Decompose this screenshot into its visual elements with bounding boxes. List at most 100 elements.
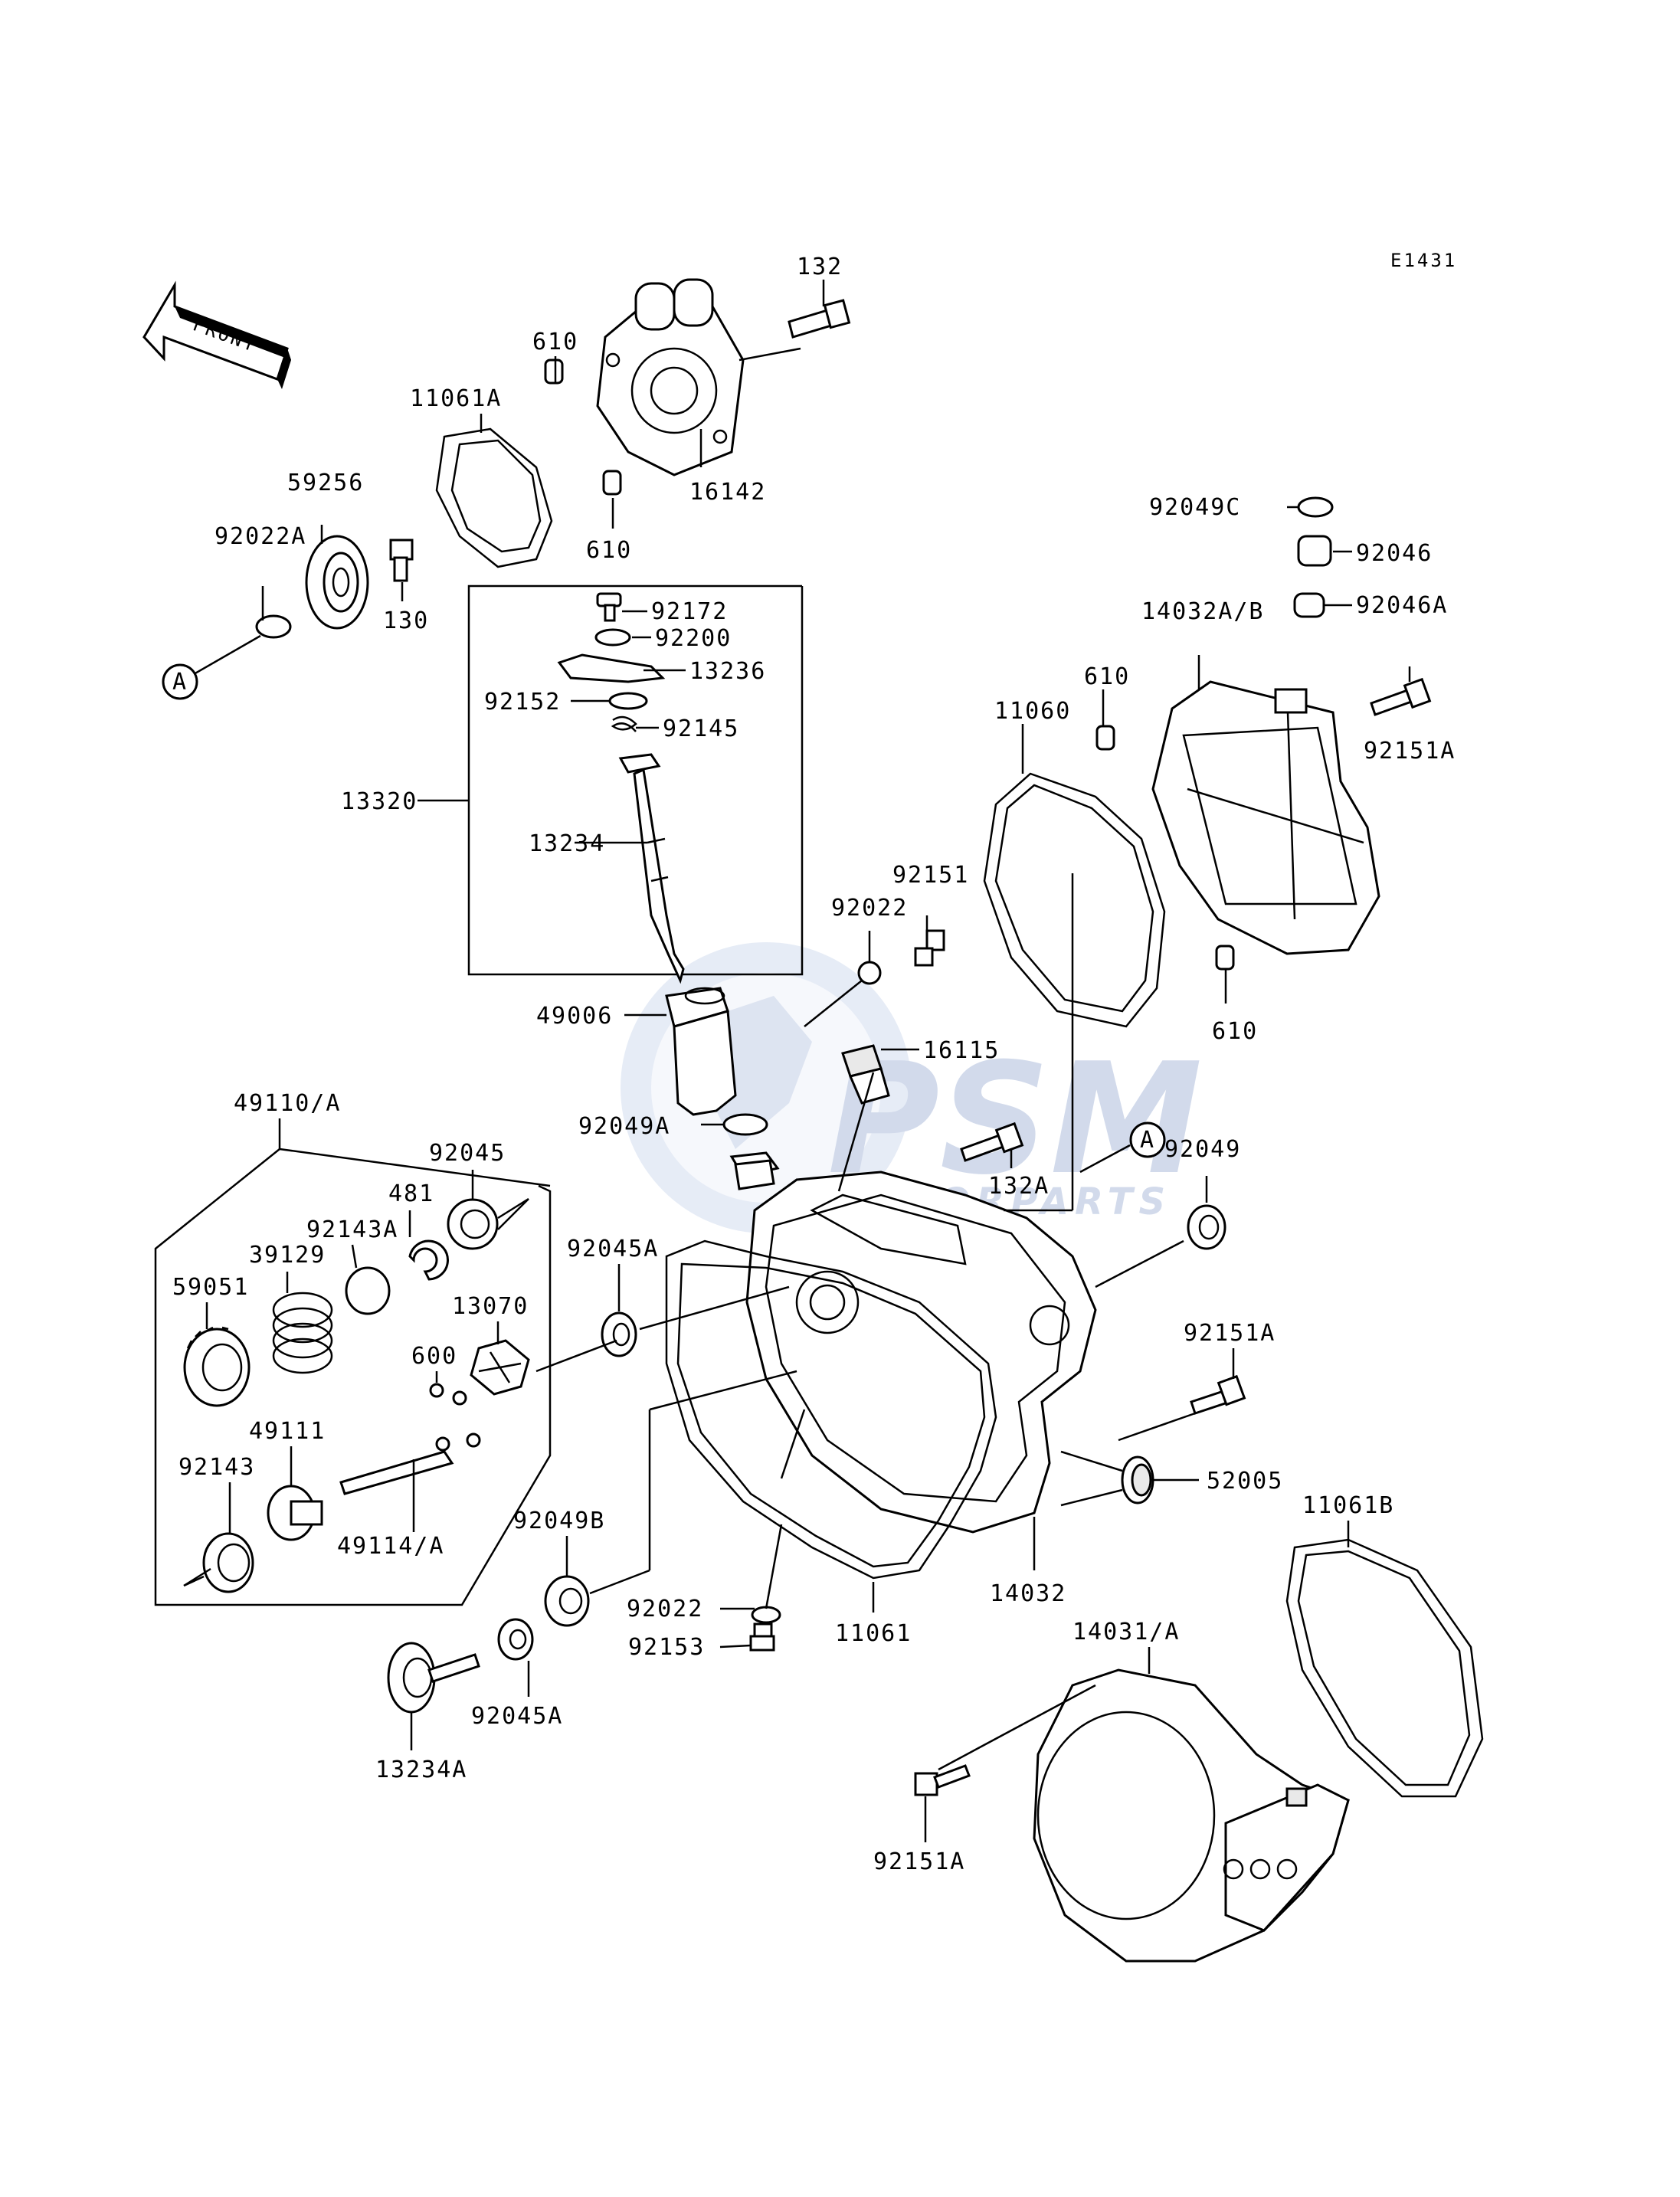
bolt-92151A-bottom: [914, 1764, 971, 1796]
gasket-11060: [983, 772, 1166, 1028]
reference-a-label: A: [172, 669, 188, 696]
front-arrow-icon: FRONT: [142, 280, 291, 389]
seal-92049: [1187, 1204, 1226, 1250]
spring-92145: [611, 715, 637, 732]
label-92049B: 92049B: [513, 1508, 605, 1534]
washer-92022-top: [857, 961, 882, 985]
label-92143A: 92143A: [306, 1216, 398, 1243]
bolt-132A: [960, 1121, 1024, 1162]
washer-92152: [608, 692, 648, 710]
collar: [729, 1151, 780, 1190]
label-92045A-bottom: 92045A: [471, 1703, 563, 1730]
label-13234A: 13234A: [375, 1757, 467, 1783]
label-14031A: 14031/A: [1073, 1619, 1180, 1645]
bolt-92151A-right: [1370, 677, 1432, 716]
label-130: 130: [383, 607, 429, 634]
seal-92049B: [544, 1575, 590, 1627]
label-49110A: 49110/A: [234, 1090, 341, 1117]
bolt-132: [788, 299, 851, 339]
label-92153: 92153: [628, 1634, 705, 1661]
bush-92046A: [1293, 592, 1325, 618]
screw-92172: [596, 592, 622, 622]
bolt-92153: [749, 1622, 775, 1652]
label-13070: 13070: [452, 1293, 529, 1320]
impeller-13070: [470, 1339, 530, 1396]
leader-lines: [183, 280, 1411, 1842]
dowel-610-right-bottom: [1215, 945, 1235, 971]
bolt-92151: [914, 929, 945, 967]
label-59051: 59051: [172, 1274, 249, 1301]
circlip-481: [408, 1239, 449, 1281]
label-92049A: 92049A: [578, 1113, 670, 1140]
dowel-610-top: [544, 359, 564, 385]
label-92049C: 92049C: [1149, 494, 1241, 521]
impeller-59256: [305, 535, 369, 630]
label-49006: 49006: [536, 1003, 613, 1030]
washer-92200: [594, 628, 631, 647]
magneto-cover-14031A: [1033, 1668, 1350, 1963]
label-481: 481: [388, 1180, 434, 1207]
holder-49111: [267, 1485, 323, 1541]
plug-16115: [841, 1044, 890, 1105]
assembly-bracket-13320: [467, 584, 804, 976]
seal-92049A: [722, 1113, 768, 1136]
gasket-11061B: [1285, 1538, 1484, 1798]
label-49114A: 49114/A: [337, 1533, 444, 1560]
crankcase-cover-14032: [745, 1171, 1097, 1534]
pump-body-49006: [665, 987, 737, 1116]
shaft-13234: [618, 753, 685, 984]
gasket-11061: [665, 1239, 997, 1580]
label-13236: 13236: [689, 658, 766, 685]
reference-a-label-right: A: [1140, 1127, 1155, 1154]
label-11060: 11060: [994, 698, 1071, 725]
label-92151: 92151: [892, 862, 969, 889]
dowel-610-right-top: [1095, 725, 1115, 751]
label-13320: 13320: [341, 788, 418, 815]
part-labels: 132 610 11061A 16142 610 59256 92022A 13…: [172, 254, 1456, 1875]
diagram-code: E1431: [1390, 250, 1457, 271]
bearing-92045A-bottom: [497, 1618, 534, 1661]
lever-13236: [557, 653, 666, 683]
water-pump-housing-16142: [596, 278, 745, 476]
label-92045-top: 92045: [429, 1140, 506, 1167]
label-14032: 14032: [990, 1580, 1066, 1607]
label-13234: 13234: [529, 830, 605, 857]
reference-a-icon: [162, 663, 198, 700]
label-92151A-mid: 92151A: [1184, 1320, 1276, 1347]
label-11061: 11061: [835, 1620, 912, 1647]
label-92022-bottom: 92022: [627, 1596, 703, 1622]
label-16142: 16142: [689, 479, 766, 506]
gear-shaft-13234A: [387, 1642, 480, 1714]
label-49111: 49111: [249, 1418, 326, 1445]
gear-59051: [183, 1326, 251, 1407]
label-16115: 16115: [923, 1037, 1000, 1064]
dowel-610-mid: [602, 470, 622, 496]
bearing-92045A-left: [601, 1311, 637, 1357]
label-610-right-top: 610: [1084, 663, 1130, 690]
reference-a-icon-right: [1129, 1121, 1166, 1158]
label-92151A-right: 92151A: [1364, 738, 1456, 765]
washer-92022A: [255, 614, 292, 639]
bush-92046: [1297, 535, 1332, 567]
cap-92049C: [1297, 496, 1334, 518]
label-92151A-bottom: 92151A: [873, 1848, 965, 1875]
label-92145: 92145: [663, 715, 739, 742]
label-92046: 92046: [1356, 540, 1433, 567]
assembly-bracket-49110A: [154, 1148, 552, 1606]
label-92172: 92172: [651, 598, 728, 625]
label-11061B: 11061B: [1302, 1492, 1394, 1519]
cover-14032AB: [1151, 680, 1380, 955]
label-92200: 92200: [655, 625, 732, 652]
label-59256: 59256: [287, 470, 364, 496]
label-92045A-left: 92045A: [567, 1236, 659, 1262]
cap-52005: [1121, 1455, 1154, 1505]
washer-92143A: [345, 1266, 391, 1315]
label-92152: 92152: [484, 689, 561, 715]
label-92049: 92049: [1164, 1136, 1241, 1163]
label-39129: 39129: [249, 1242, 326, 1269]
washer-92022-bottom: [751, 1606, 781, 1624]
gasket-11061A: [435, 427, 553, 568]
label-610-right-bottom: 610: [1212, 1018, 1258, 1045]
seal-92143: [202, 1532, 254, 1593]
